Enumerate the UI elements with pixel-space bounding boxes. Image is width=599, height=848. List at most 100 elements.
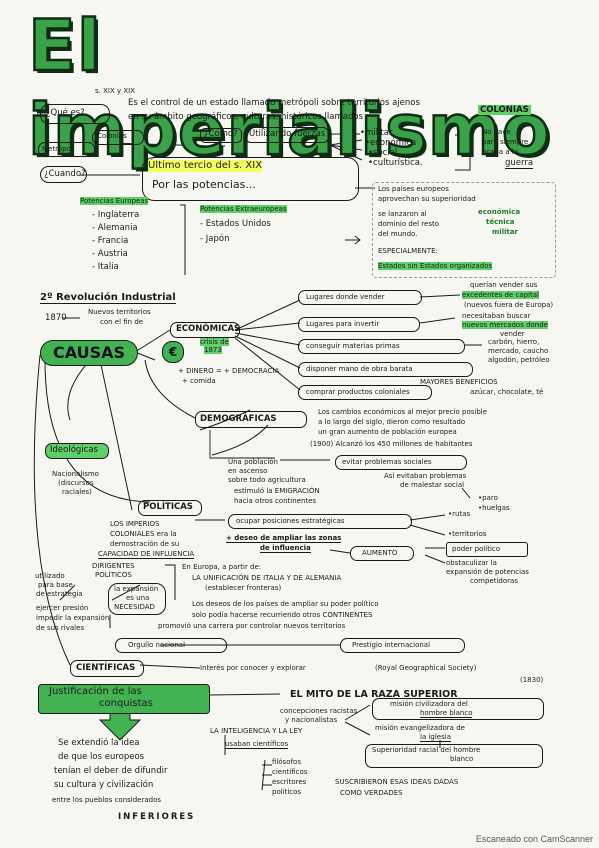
materias-list: carbón, hierro, [488, 338, 540, 346]
por-las-potencias: Por las potencias... [152, 178, 256, 191]
europa-line: En Europa, a partir de: [182, 563, 262, 571]
inteligencia-ley: LA INTELIGENCIA Y LA LEY [210, 727, 303, 735]
mision1-line: misión civilizadora del [390, 700, 468, 708]
superioridad-racial-line: Superioridad racial del hombre [372, 746, 481, 754]
revolucion-industrial: 2º Revolución Industrial [40, 292, 176, 304]
necesitaban-line: necesitaban buscar [462, 312, 531, 320]
potencia-extra-item: - Estados Unidos [200, 219, 271, 229]
deseos-line: Los deseos de los países de ampliar su p… [192, 600, 379, 608]
ocupar-box [228, 514, 412, 529]
cuando-label: ¿Cuando? [44, 169, 86, 179]
demo-text: (1900) Alcanzó los 450 millones de habit… [310, 440, 473, 448]
poblacion-line: estimuló la EMIGRACIÓN [234, 487, 320, 495]
no-nace-line: para siempre [482, 138, 529, 146]
aumento-box [350, 546, 414, 561]
mision2-line: misión evangelizadora de [375, 724, 465, 732]
superioridad-box [372, 182, 556, 278]
especialmente-label: ESPECIALMENTE: [378, 247, 438, 255]
que-es-box [40, 104, 110, 124]
cuando-answer-box [142, 157, 359, 201]
page-title: El imperialismo [27, 4, 551, 173]
fuerza-item: social [368, 148, 397, 158]
superioridad-type: militar [492, 228, 519, 236]
lugares-vender: Lugares donde vender [306, 293, 385, 301]
necesitaban-line: nuevos mercados donde [462, 321, 548, 329]
cientificas-label: CIENTÍFICAS [76, 663, 136, 673]
utilizando-label: Utilizando fuerzas [249, 129, 326, 139]
deseo-line: de influencia [260, 544, 311, 553]
ideologicas-label: Ideológicas [50, 445, 98, 455]
definition-line-2: en su ámbito geográficos, culturas, hist… [128, 112, 363, 122]
necesidad-line: la expansión [114, 585, 159, 593]
dirigentes-line: POLÍTICOS [95, 571, 132, 579]
extendio-line: Se extendió la idea [58, 738, 140, 748]
superioridad-racial-box [365, 744, 543, 768]
imperios-line: CAPACIDAD DE INFLUENCIA [98, 550, 195, 559]
concepciones-line: concepciones racistas [280, 707, 358, 715]
paro-item: paro [478, 494, 498, 502]
nuevos-territorios: Nuevos territorios [88, 308, 151, 316]
obstaculos-line: obstaculizar la [446, 559, 497, 567]
mano-obra: disponer mano de obra barata [306, 365, 413, 373]
poblacion-line: sobre todo agricultura [228, 476, 306, 484]
demograficas-box [195, 411, 307, 428]
ideologicas-box [45, 443, 109, 459]
definition-line-1: Es el control de un estado llamado metró… [128, 98, 420, 108]
politicas-label: POLÍTICAS [143, 502, 193, 512]
superioridad-racial-line: blanco [450, 755, 474, 763]
royal-society: (Royal Geographical Society) [375, 664, 477, 672]
querian-line: (nuevos fuera de Europa) [464, 301, 554, 309]
fuerza-item: culturística. [368, 158, 423, 168]
superioridad-line: se lanzaron al [378, 210, 427, 218]
colonias-label: Colonias [97, 132, 127, 140]
orgullo-nacional: Orgullo nacional [128, 641, 186, 649]
no-nace-line: acaba a la [482, 148, 519, 156]
mision2-line: la iglesia [420, 733, 451, 742]
europeas-label: Potencias Europeas [80, 197, 149, 205]
usaban-item: científicos [272, 768, 308, 776]
mito-raza: EL MITO DE LA RAZA SUPERIOR [290, 689, 458, 700]
estados-org: Estados sin Estados organizados [378, 262, 493, 270]
deseos-line: solo podía hacerse recurriendo otros CON… [192, 611, 373, 619]
querian-line: querían vender sus [470, 281, 538, 289]
extendio-line: de que los europeos [58, 752, 145, 762]
obstaculos-line: competidoras [470, 577, 518, 585]
ejercer-line: ejercer presión [36, 604, 89, 612]
poblacion-line: hacia otros continentes [234, 497, 317, 505]
utilizado-line: utilizado [35, 572, 65, 580]
materias-box [298, 339, 465, 354]
territorios-item: territorios [448, 530, 486, 538]
no-nace-line: guerra [505, 158, 534, 169]
querian-line: excedentes de capital [462, 291, 539, 299]
justificacion-blob: Justificación de las conquistas [38, 684, 210, 714]
superioridad-line: del mundo. [378, 230, 418, 238]
nacionalismo-line: (discursos [58, 479, 94, 487]
extendio-line: su cultura y civilización [54, 780, 154, 790]
potencia-item: - Inglaterra [92, 210, 140, 220]
justificacion-line: Justificación de las [49, 686, 142, 697]
evitar-list: Así evitaban problemas [384, 472, 467, 480]
fuerza-item: económica [365, 138, 416, 148]
usaban-item: políticos [272, 788, 302, 796]
materias-list: algodón, petróleo [488, 356, 550, 364]
usaban-item: escritores [272, 778, 307, 786]
europa-line: LA UNIFICACIÓN DE ITALIA Y DE ALEMANIA [192, 574, 342, 582]
orgullo-box [115, 638, 227, 653]
concepciones-line: y nacionalistas [285, 716, 338, 724]
demo-text: Los cambios económicos al mejor precio p… [318, 408, 488, 416]
materias-primas: conseguir materias primas [306, 342, 400, 350]
usaban-label: usaban científicos [225, 740, 289, 749]
poder-politico-box [446, 542, 528, 557]
colonias-highlight: COLONIAS [478, 105, 531, 115]
poblacion-line: en ascenso [228, 467, 268, 475]
potencia-extra-item: - Japón [200, 234, 230, 244]
evitar-list: de malestar social [400, 481, 465, 489]
mayores-beneficios: MAYORES BENEFICIOS [420, 378, 498, 386]
poder-politico: poder político [452, 545, 501, 553]
prestigio-box [340, 638, 465, 653]
dirigentes-line: DIRIGENTES [92, 562, 135, 570]
europa-line: (establecer fronteras) [205, 584, 282, 592]
nuevos-territorios: con el fin de [100, 318, 144, 326]
politicas-box [138, 500, 202, 516]
utilizado-line: de estrategia [36, 590, 83, 598]
